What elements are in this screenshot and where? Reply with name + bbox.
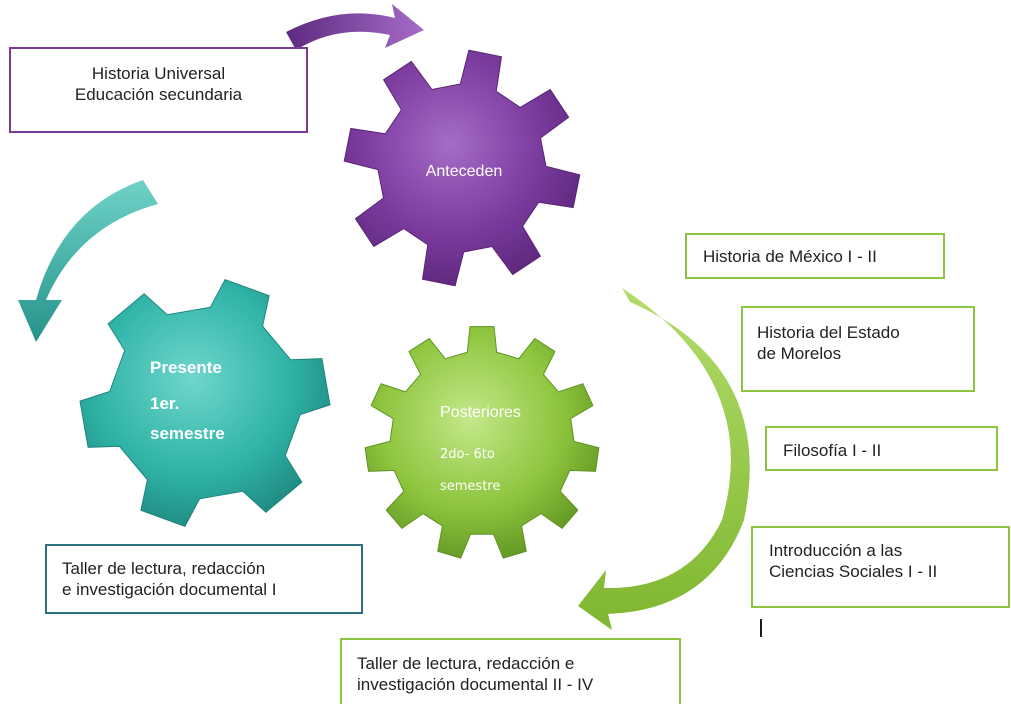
historia-mexico-box: Historia de México I - II (685, 233, 945, 279)
antecedentes-label: Anteceden (426, 163, 503, 180)
historia-universal-box: Historia Universal Educación secundaria (9, 47, 308, 133)
historia-morelos-line1: Historia del Estado (757, 323, 900, 342)
left-curved-arrow-icon (18, 180, 158, 342)
posteriores-gear-icon (364, 326, 600, 559)
posteriores-semester-range: 2do- 6to (440, 447, 495, 462)
presente-gear-icon (79, 278, 331, 528)
taller-i-box: Taller de lectura, redacción e investiga… (45, 544, 363, 614)
taller-ii-iv-box: Taller de lectura, redacción e investiga… (340, 638, 681, 704)
top-curved-arrow-icon (286, 4, 424, 50)
posteriores-label: Posteriores (440, 404, 521, 421)
taller-i-line1: Taller de lectura, redacción (62, 559, 266, 578)
historia-universal-line1: Historia Universal (91, 64, 226, 83)
text-cursor (760, 619, 762, 637)
historia-mexico-line1: Historia de México I - II (703, 247, 877, 266)
historia-universal-line2: Educación secundaria (74, 85, 243, 105)
antecedentes-gear-icon (343, 49, 581, 287)
ciencias-sociales-line2: Ciencias Sociales I - II (769, 562, 938, 582)
posteriores-semester-word: semestre (440, 479, 500, 494)
presente-semester-word: semestre (150, 424, 225, 443)
presente-semester-number: 1er. (150, 394, 179, 413)
filosofia-box: Filosofía I - II (765, 426, 998, 471)
taller-ii-iv-line1: Taller de lectura, redacción e (357, 654, 575, 673)
taller-ii-iv-line2: investigación documental II - IV (357, 675, 594, 695)
presente-label: Presente (150, 358, 222, 377)
historia-morelos-box: Historia del Estado de Morelos (741, 306, 975, 392)
filosofia-line1: Filosofía I - II (783, 441, 882, 460)
historia-morelos-line2: de Morelos (757, 344, 842, 364)
taller-i-line2: e investigación documental I (62, 580, 277, 600)
ciencias-sociales-box: Introducción a las Ciencias Sociales I -… (751, 526, 1010, 608)
right-curved-arrow-icon (578, 288, 750, 630)
ciencias-sociales-line1: Introducción a las (769, 541, 903, 560)
